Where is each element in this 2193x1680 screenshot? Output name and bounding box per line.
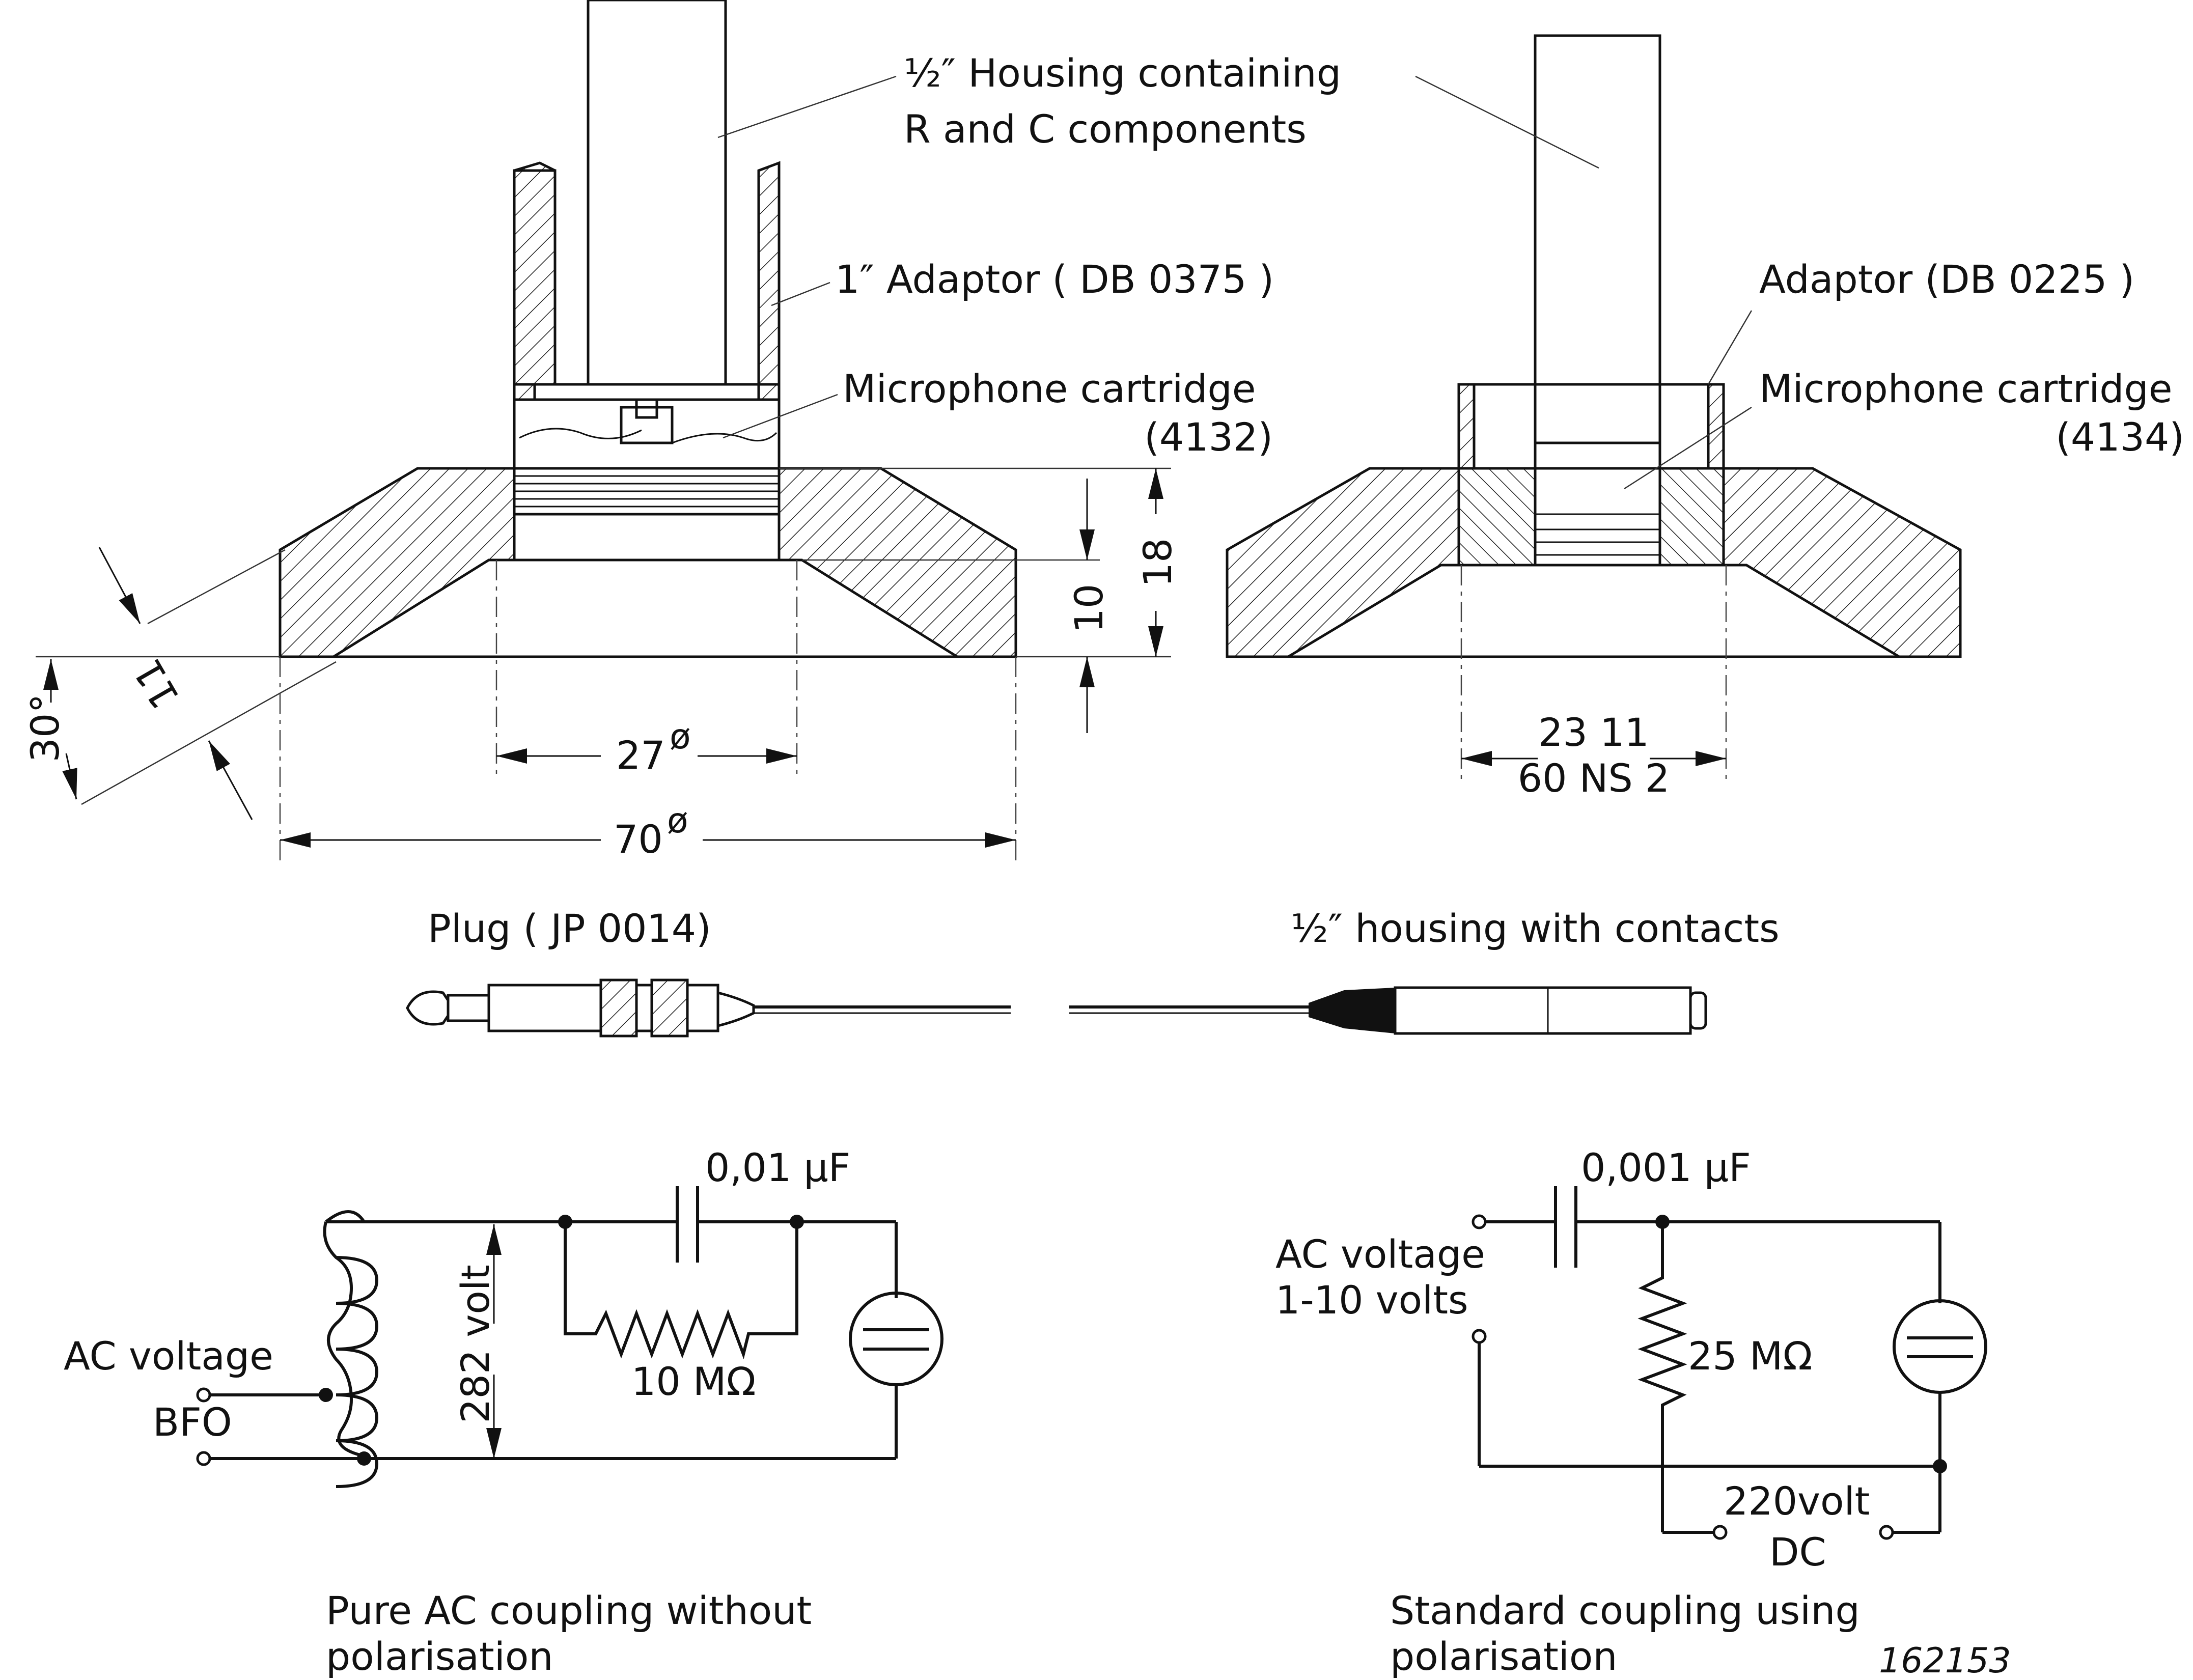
circuit-pure-ac: 0,01 µF 10 MΩ 282 volt AC voltage BFO Pu… [64, 1145, 943, 1679]
transformer-coil-icon [323, 1221, 365, 1458]
label-220-volt: 220volt [1724, 1478, 1870, 1524]
label-ac-voltage-right-1: AC voltage [1275, 1231, 1485, 1277]
right-section-view: 23 11 60 NS 2 [1226, 34, 1962, 801]
label-half-housing: ½″ Housing containing [904, 50, 1341, 96]
label-ac-voltage-left: AC voltage [64, 1333, 273, 1379]
microphone-symbol-left-icon [849, 1292, 943, 1386]
label-bfo: BFO [153, 1399, 232, 1445]
caption-right-1: Standard coupling using [1390, 1588, 1860, 1633]
dim-70-label: 70 [614, 817, 663, 862]
adaptor-1in-wall-left [513, 169, 557, 386]
half-inch-housing-right [1534, 34, 1661, 470]
label-cartridge-left-num: (4132) [1144, 414, 1273, 460]
circuit-standard: 0,001 µF 25 MΩ 220volt DC AC voltage 1-1… [1275, 1145, 2011, 1680]
label-cap-right: 0,001 µF [1581, 1145, 1751, 1190]
right-base-right-half [1722, 467, 1962, 658]
microphone-symbol-right-icon [1893, 1299, 1987, 1394]
label-res-left: 10 MΩ [631, 1359, 756, 1404]
dim-30-label: 30° [22, 694, 68, 763]
label-adaptor-1in: 1″ Adaptor ( DB 0375 ) [835, 257, 1274, 302]
coil-loops [325, 1210, 379, 1488]
adaptor-1in-wall-right [757, 161, 781, 386]
dim-thread-1: 23 11 [1538, 710, 1649, 755]
label-cartridge-right: Microphone cartridge [1759, 366, 2173, 411]
plug-jp0014: Plug ( JP 0014) [406, 906, 1011, 1038]
label-half-housing-2: R and C components [904, 106, 1307, 152]
top-labels: ½″ Housing containing R and C components… [717, 50, 2184, 490]
label-plug: Plug ( JP 0014) [428, 906, 711, 951]
label-res-right: 25 MΩ [1688, 1333, 1813, 1379]
label-adaptor-right: Adaptor (DB 0225 ) [1759, 257, 2134, 302]
caption-left-1: Pure AC coupling without [326, 1588, 812, 1633]
dim-27-diam: ø [670, 717, 691, 757]
half-housing-with-contacts: ½″ housing with contacts [1069, 906, 1780, 1035]
left-section-view [36, 0, 1171, 865]
label-282-volt: 282 volt [453, 1265, 498, 1423]
half-inch-housing-left [587, 0, 727, 386]
microphone-cartridge-4134 [1457, 467, 1537, 567]
dim-18-label: 18 [1135, 538, 1180, 587]
base-right-half [778, 467, 1017, 658]
dim-11-label: 11 [124, 651, 188, 716]
reference-number: 162153 [1879, 1641, 2011, 1680]
microphone-cartridge-4132 [513, 398, 781, 470]
base-left-half [279, 467, 516, 658]
label-dc: DC [1769, 1529, 1826, 1575]
dim-thread-2: 60 NS 2 [1518, 755, 1670, 801]
label-ac-voltage-right-2: 1-10 volts [1275, 1277, 1468, 1323]
caption-right-2: polarisation [1390, 1634, 1618, 1679]
label-housing-contacts: ½″ housing with contacts [1291, 906, 1780, 951]
label-cartridge-left: Microphone cartridge [843, 366, 1256, 411]
dim-27-label: 27 [616, 733, 665, 778]
label-cartridge-right-num: (4134) [2056, 414, 2184, 460]
caption-left-2: polarisation [326, 1634, 553, 1679]
label-cap-left: 0,01 µF [705, 1145, 850, 1190]
right-base-left-half [1226, 467, 1460, 658]
dim-10-label: 10 [1066, 584, 1112, 633]
left-dimensions: 18 10 27 ø 70 ø 11 30° [22, 468, 1180, 862]
dim-70-diam: ø [667, 801, 688, 841]
